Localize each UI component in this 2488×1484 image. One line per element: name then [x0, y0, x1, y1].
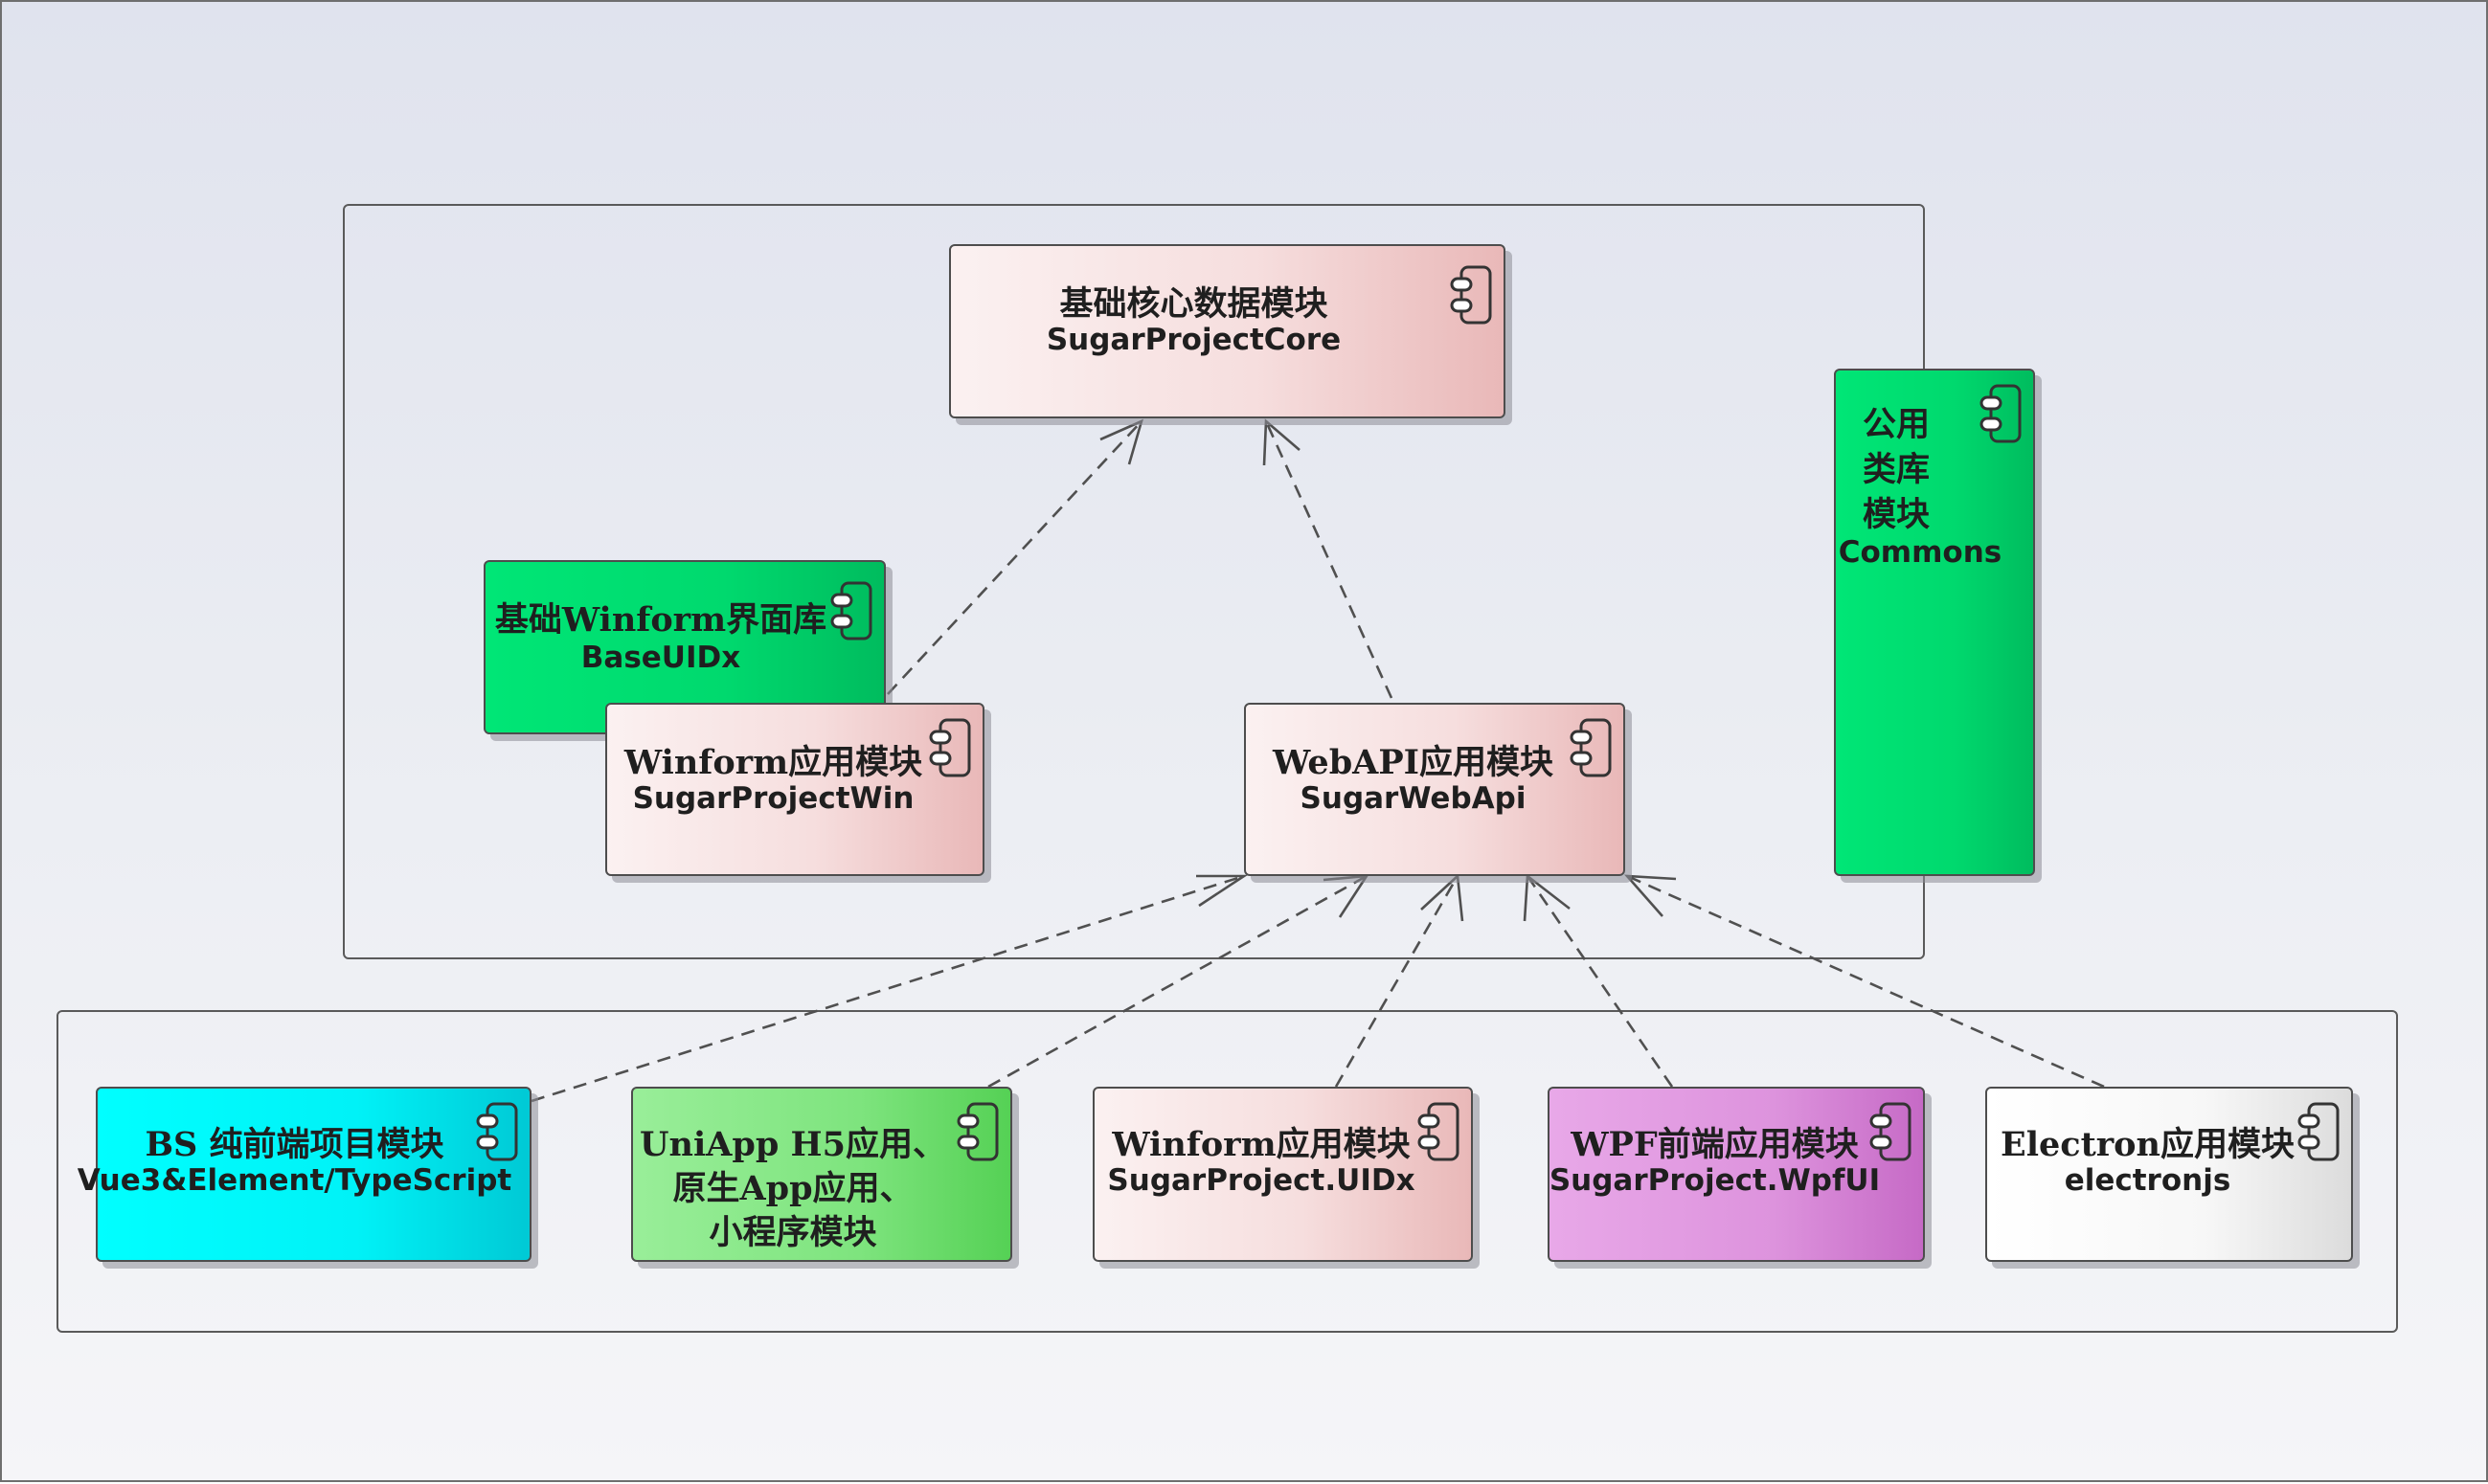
component-electron-title: Electron应用模块 [2001, 1125, 2295, 1164]
arrowhead-core-right [1262, 418, 1301, 466]
arrowhead-bs [1196, 874, 1249, 908]
component-commons-line2: 类库 [1862, 450, 1930, 489]
link-electron-to-webapi [1626, 874, 2105, 1089]
component-core[interactable]: 基础核心数据模块 SugarProjectCore [949, 244, 1505, 418]
component-icon [1979, 384, 2022, 443]
component-uidx-subtitle: SugarProject.UIDx [1107, 1163, 1415, 1198]
component-icon [1417, 1102, 1459, 1161]
component-webapi-title: WebAPI应用模块 [1272, 743, 1554, 782]
component-icon [476, 1102, 518, 1161]
arrowhead-uniapp [1323, 874, 1369, 918]
link-uidx-to-webapi [1334, 875, 1459, 1088]
component-webapi-subtitle: SugarWebApi [1300, 781, 1527, 816]
component-webapi[interactable]: WebAPI应用模块 SugarWebApi [1244, 703, 1625, 876]
component-uniapp[interactable]: UniApp H5应用、 原生App应用、 小程序模块 [631, 1087, 1012, 1262]
link-wpf-to-webapi [1526, 875, 1674, 1088]
component-baseui-subtitle: BaseUIDx [580, 641, 741, 675]
component-bs[interactable]: BS 纯前端项目模块 Vue3&Element/TypeScript [78, 1087, 532, 1262]
link-uniapp-to-webapi [987, 874, 1368, 1089]
link-bs-to-webapi [531, 874, 1245, 1103]
component-core-subtitle: SugarProjectCore [1046, 323, 1342, 357]
component-wpf-subtitle: SugarProject.WpfUI [1549, 1163, 1881, 1198]
component-commons[interactable]: 公用 类库 模块 Commons [1834, 369, 2035, 876]
component-uniapp-line3: 小程序模块 [709, 1213, 877, 1252]
arrowhead-wpf [1523, 873, 1571, 922]
component-icon [929, 718, 971, 777]
component-commons-subtitle: Commons [1838, 535, 2002, 570]
arrowhead-uidx [1420, 873, 1464, 922]
frontend-group-frame [57, 1010, 2398, 1333]
component-wpf-title: WPF前端应用模块 [1571, 1125, 1859, 1164]
link-win-to-core [887, 420, 1142, 695]
component-icon [2297, 1102, 2340, 1161]
link-webapi-to-core [1264, 420, 1393, 699]
component-icon [1570, 718, 1612, 777]
component-uniapp-line2: 原生App应用、 [672, 1169, 914, 1208]
component-baseui-title: 基础Winform界面库 [494, 600, 827, 640]
component-icon [957, 1102, 999, 1161]
component-icon [1869, 1102, 1911, 1161]
component-commons-line3: 模块 [1862, 495, 1930, 534]
component-uidx[interactable]: Winform应用模块 SugarProject.UIDx [1093, 1087, 1473, 1262]
component-electron[interactable]: Electron应用模块 electronjs [1985, 1087, 2353, 1262]
component-win[interactable]: Winform应用模块 SugarProjectWin [605, 703, 984, 876]
component-win-title: Winform应用模块 [623, 743, 923, 782]
component-win-subtitle: SugarProjectWin [632, 781, 915, 816]
arrowhead-core-left [1099, 418, 1144, 465]
component-uniapp-line1: UniApp H5应用、 [640, 1125, 946, 1164]
component-bs-title: BS 纯前端项目模块 [145, 1125, 444, 1164]
component-icon [1450, 265, 1492, 325]
component-commons-line1: 公用 [1862, 405, 1930, 444]
component-icon [830, 581, 872, 641]
component-uidx-title: Winform应用模块 [1112, 1125, 1411, 1164]
component-electron-subtitle: electronjs [2064, 1163, 2231, 1198]
component-core-title: 基础核心数据模块 [1059, 284, 1328, 324]
component-bs-subtitle: Vue3&Element/TypeScript [77, 1163, 512, 1198]
arrowhead-electron [1623, 874, 1677, 917]
component-wpf[interactable]: WPF前端应用模块 SugarProject.WpfUI [1548, 1087, 1925, 1262]
